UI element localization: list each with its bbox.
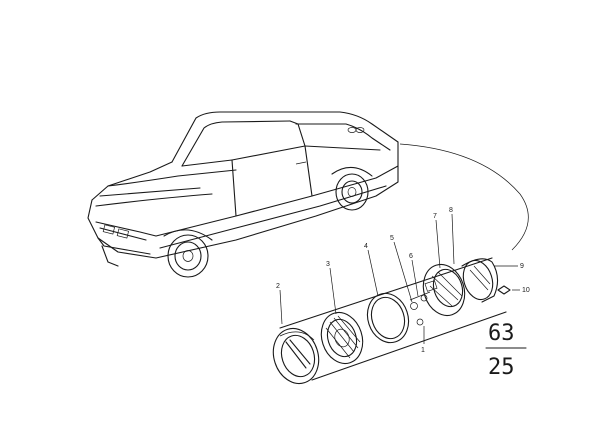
group-code-top: 63 <box>488 321 515 346</box>
callout-4: 4 <box>364 243 368 250</box>
leader-arc <box>399 143 529 251</box>
car-illustration <box>87 111 399 278</box>
callout-1: 1 <box>421 347 425 354</box>
callout-7: 7 <box>433 213 437 220</box>
callout-10: 10 <box>522 287 530 294</box>
callout-2: 2 <box>276 283 280 290</box>
callout-8: 8 <box>449 207 453 214</box>
assembly-illustration <box>272 257 511 385</box>
callout-leaders <box>279 213 520 344</box>
callout-9: 9 <box>520 263 524 270</box>
callout-labels: 1 2 3 4 5 6 7 8 9 10 <box>276 207 530 354</box>
callout-5: 5 <box>390 235 394 242</box>
callout-6: 6 <box>409 253 413 260</box>
group-code-bottom: 25 <box>488 355 515 380</box>
group-code: 63 25 <box>485 321 527 380</box>
callout-3: 3 <box>326 261 330 268</box>
